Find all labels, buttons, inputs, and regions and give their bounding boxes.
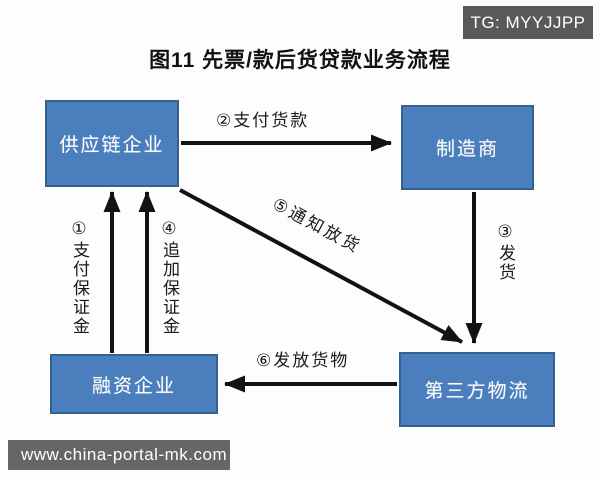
label-notify-release: ⑤通知放货 (269, 194, 365, 258)
site-watermark: www.china-portal-mk.com (8, 440, 230, 470)
label-release-goods: ⑥发放货物 (256, 351, 350, 370)
label-add-deposit: ④追加保证金 (160, 219, 179, 336)
node-third-party-logistics: 第三方物流 (399, 352, 555, 427)
node-supply-chain-enterprise: 供应链企业 (45, 100, 179, 187)
label-pay-goods: ②支付货款 (216, 111, 310, 130)
telegram-badge: TG: MYYJJPP (463, 6, 593, 39)
node-manufacturer: 制造商 (401, 105, 534, 190)
label-pay-deposit: ①支付保证金 (70, 219, 89, 336)
figure-title: 图11 先票/款后货贷款业务流程 (149, 49, 451, 72)
node-financing-enterprise: 融资企业 (50, 354, 218, 414)
label-ship-goods: ③发货 (496, 222, 515, 282)
